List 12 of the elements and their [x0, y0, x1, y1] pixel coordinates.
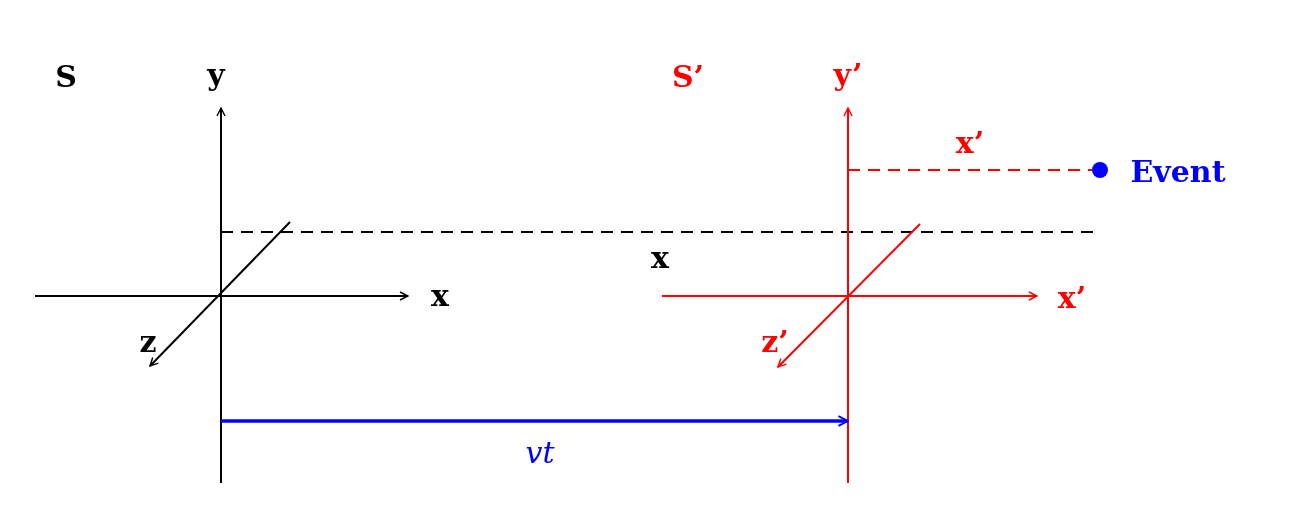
axis-label: z	[139, 327, 157, 357]
axis-label: x	[431, 281, 449, 311]
frame-label: S’	[671, 62, 705, 92]
frame-label: S	[55, 62, 77, 92]
distance-label: x	[651, 243, 669, 273]
axis-label: z’	[761, 327, 789, 357]
axis-label: y	[207, 60, 225, 90]
event-label: Event	[1130, 157, 1226, 187]
axis-label: y’	[833, 60, 863, 90]
distance-label: vt	[525, 438, 555, 468]
distance-label: x’	[955, 128, 985, 158]
axis-label: x’	[1057, 283, 1087, 313]
